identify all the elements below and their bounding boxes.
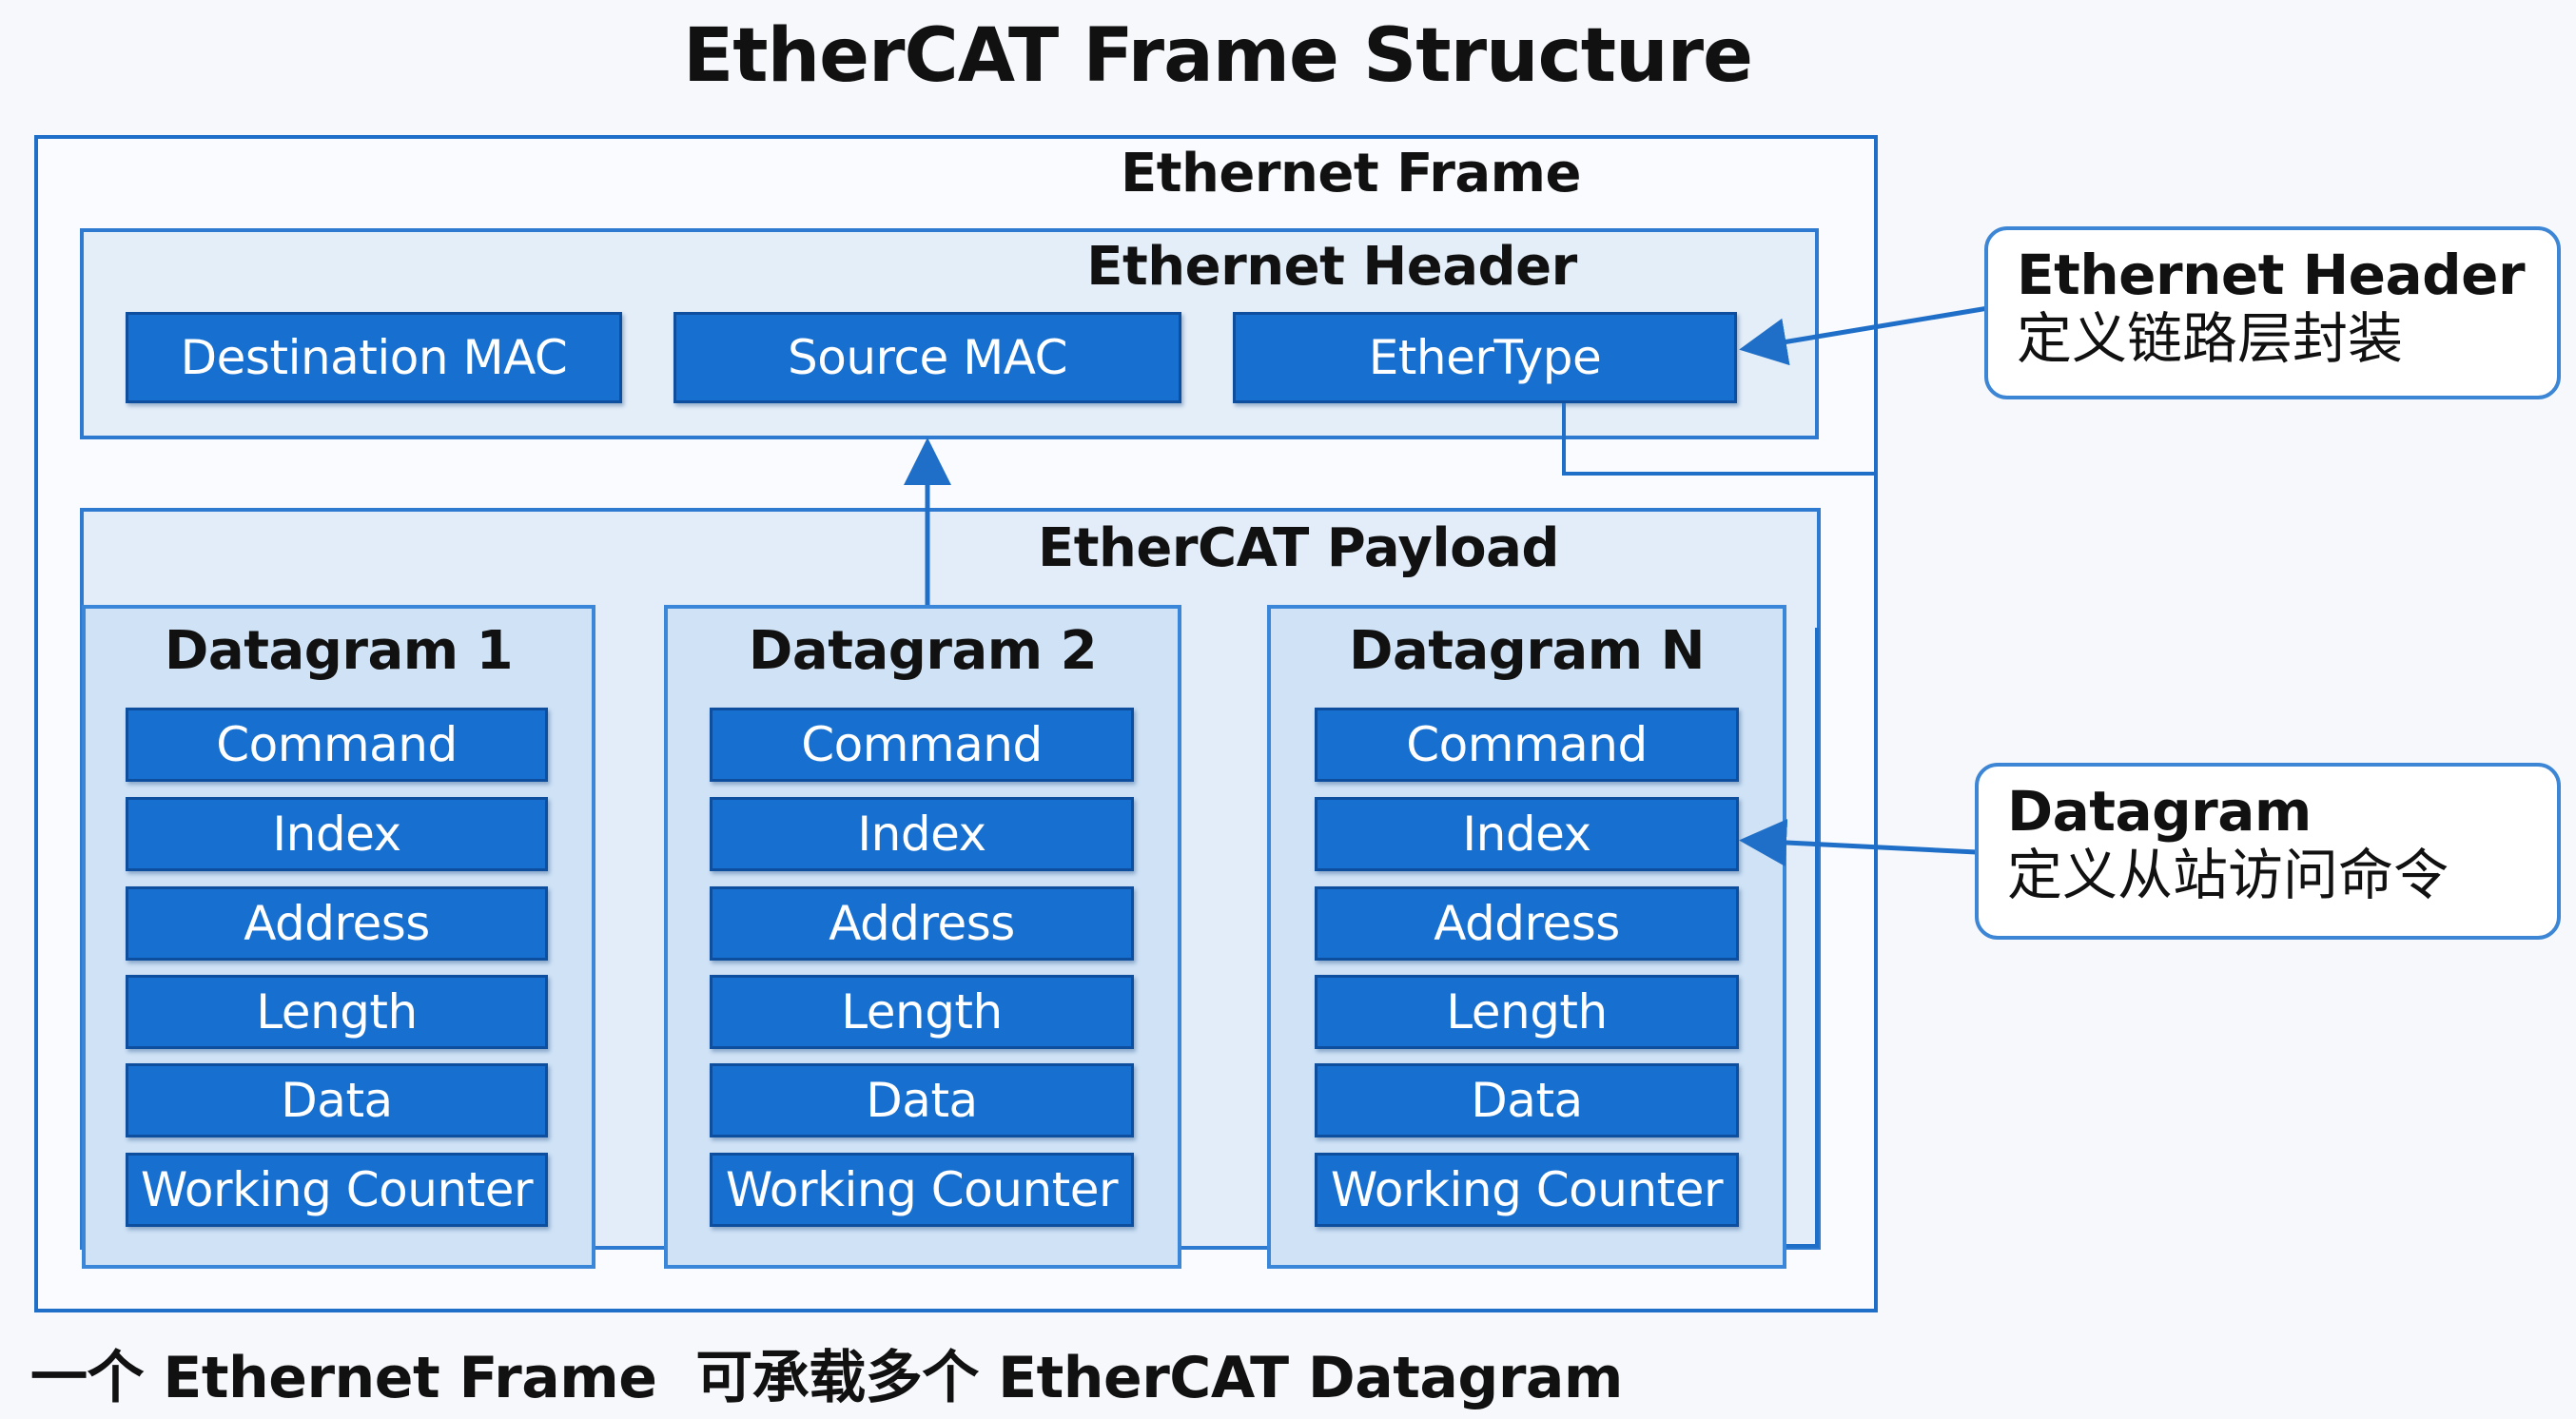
datagram-title: Datagram 1 — [164, 620, 514, 682]
ethernet-header-callout: Ethernet Header 定义链路层封装 — [1984, 226, 2561, 399]
ethertype-field: EtherType — [1233, 312, 1737, 403]
command-field: Command — [1315, 708, 1739, 782]
datagram-callout-arrow — [1739, 819, 1978, 866]
datagram-title: Datagram N — [1348, 620, 1706, 682]
working-counter-field: Working Counter — [1315, 1153, 1739, 1227]
data-field: Data — [710, 1063, 1134, 1137]
ethernet-frame-label: Ethernet Frame — [1120, 143, 1582, 204]
callout-title: Datagram — [2007, 779, 2312, 844]
datagram-callout: Datagram 定义从站访问命令 — [1975, 763, 2561, 940]
address-field: Address — [1315, 886, 1739, 961]
data-field: Data — [126, 1063, 548, 1137]
address-field: Address — [710, 886, 1134, 961]
datagram-n-bracket-line — [1786, 628, 1819, 1248]
working-counter-field: Working Counter — [126, 1153, 548, 1227]
source-mac-field: Source MAC — [673, 312, 1181, 403]
length-field: Length — [126, 975, 548, 1049]
data-field: Data — [1315, 1063, 1739, 1137]
working-counter-field: Working Counter — [710, 1153, 1134, 1227]
destination-mac-field: Destination MAC — [126, 312, 622, 403]
ethernet-header-label: Ethernet Header — [1086, 236, 1577, 298]
header-callout-arrow — [1739, 305, 1989, 366]
index-field: Index — [126, 797, 548, 871]
callout-text: 定义从站访问命令 — [2007, 842, 2449, 907]
ethertype-bracket-line — [1562, 403, 1876, 476]
index-field: Index — [710, 797, 1134, 871]
command-field: Command — [126, 708, 548, 782]
command-field: Command — [710, 708, 1134, 782]
callout-text: 定义链路层封装 — [2017, 305, 2404, 371]
callout-title: Ethernet Header — [2017, 243, 2526, 307]
index-field: Index — [1315, 797, 1739, 871]
page-title: EtherCAT Frame Structure — [683, 13, 1753, 99]
length-field: Length — [1315, 975, 1739, 1049]
address-field: Address — [126, 886, 548, 961]
length-field: Length — [710, 975, 1134, 1049]
datagram-title: Datagram 2 — [748, 620, 1098, 682]
bottom-caption: 一个 Ethernet Frame 可承载多个 EtherCAT Datagra… — [30, 1345, 1623, 1411]
ethercat-payload-label: EtherCAT Payload — [1038, 517, 1559, 579]
